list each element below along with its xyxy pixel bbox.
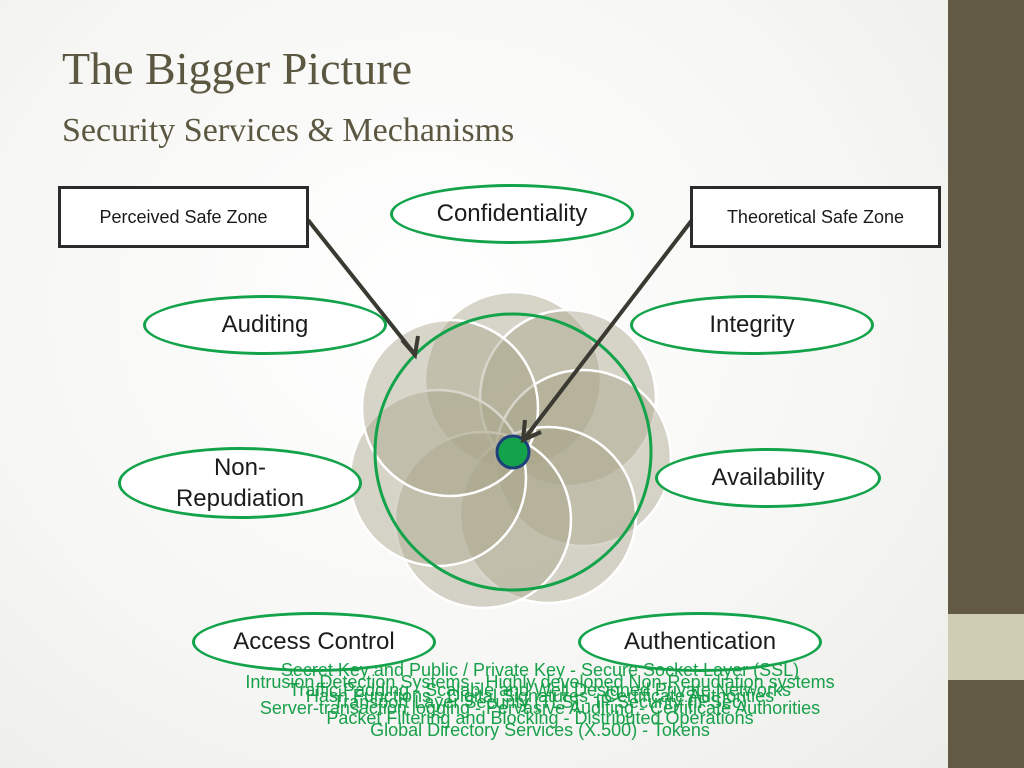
mechanism-line: Global Directory Services (X.500) - Toke… [370, 720, 710, 740]
service-availability: Availability [655, 448, 881, 508]
perceived-safe-zone-label: Perceived Safe Zone [99, 206, 268, 227]
mechanism-line: Traffic Padding - Scalable and Well Desi… [289, 680, 791, 700]
mechanism-line: Hash Functions - Digital Signatures - Ce… [305, 686, 775, 706]
sidebar-accent-block [948, 614, 1024, 680]
service-auditing: Auditing [143, 295, 387, 355]
mechanism-line: Server-transaction logging - Pervasive A… [259, 698, 821, 718]
mechanisms-overlay: Secret Key and Public / Private Key - Se… [150, 660, 930, 750]
service-label: Integrity [709, 311, 795, 339]
petal [360, 318, 540, 498]
mechanism-line: Transport Layer Security (TLS) - IP Secu… [332, 692, 748, 712]
security-flower-diagram [306, 218, 694, 610]
service-authentication: Authentication [578, 612, 822, 672]
service-confidentiality: Confidentiality [390, 184, 634, 244]
arrow-theoretical-zone [523, 218, 694, 440]
slide-title: The Bigger Picture [62, 43, 413, 94]
core-dot [495, 434, 531, 470]
service-label-line1: Non- [213, 453, 266, 481]
service-non-repudiation: Non- Repudiation [118, 447, 362, 519]
theoretical-safe-zone-callout: Theoretical Safe Zone [690, 186, 941, 248]
service-label: Authentication [623, 628, 777, 656]
service-label: Availability [711, 464, 825, 492]
service-label: Non- Repudiation [176, 452, 304, 514]
service-label: Auditing [221, 311, 309, 339]
callout-arrows [306, 218, 694, 444]
mechanism-line: Intrusion Detection Systems - Highly dev… [245, 672, 835, 692]
service-integrity: Integrity [630, 295, 874, 355]
arrow-perceived-zone [306, 218, 415, 354]
mechanism-line: Secret Key and Public / Private Key - Se… [280, 660, 800, 680]
service-access-control: Access Control [192, 612, 436, 672]
service-label: Confidentiality [436, 200, 588, 228]
service-label: Access Control [233, 628, 395, 656]
service-label-line2: Repudiation [175, 485, 305, 512]
mechanism-line: Packet Filtering and Blocking - Distribu… [326, 708, 754, 728]
perceived-safe-zone-callout: Perceived Safe Zone [58, 186, 309, 248]
slide-subtitle: Security Services & Mechanisms [62, 112, 515, 149]
theoretical-safe-zone-label: Theoretical Safe Zone [726, 206, 905, 227]
outer-ring [373, 312, 653, 592]
